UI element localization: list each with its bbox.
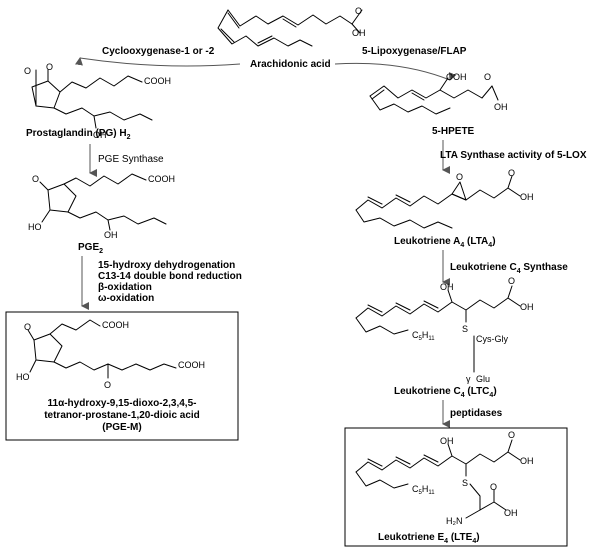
pgem-o1: O	[24, 322, 31, 332]
peptidases-label: peptidases	[450, 408, 503, 419]
pgh2-o2: O	[46, 62, 53, 72]
arrow-aa-to-hpete	[334, 62, 457, 81]
lta4-structure: O O OH	[355, 168, 534, 229]
aa-oh-label: OH	[352, 28, 366, 38]
pge2-structure: O COOH HO OH	[28, 173, 175, 240]
lox-enzyme-label: 5-Lipoxygenase/FLAP	[362, 46, 467, 57]
pgh2-label: Prostaglandin (PG) H2	[26, 128, 131, 141]
ltc4-oh1: OH	[440, 282, 454, 292]
pgem-box	[5, 311, 239, 441]
lte4-c5h11: C5H11	[412, 484, 435, 496]
pge2-ho: HO	[28, 222, 42, 232]
lte4-oh3: OH	[504, 508, 518, 518]
cox-enzyme-label: Cyclooxygenase-1 or -2	[102, 46, 215, 57]
lte4-box	[344, 427, 568, 547]
hpete-structure: OOH O OH	[369, 72, 508, 115]
hpete-o: O	[484, 72, 491, 82]
pgem-name-line3: (PGE-M)	[102, 422, 141, 433]
lta4-o: O	[508, 168, 515, 178]
hpete-ooh: OOH	[446, 72, 467, 82]
pgh2-cooh: COOH	[144, 76, 171, 86]
arachidonic-acid-label: Arachidonic acid	[250, 59, 331, 70]
ltc4-c5h11: C5H11	[412, 330, 435, 342]
pgh2-o1: O	[24, 66, 31, 76]
ltc4-s: S	[462, 324, 468, 334]
pge-synthase-label: PGE Synthase	[98, 154, 164, 165]
lte4-structure: OH O OH S C5H11 O OH H₂N	[355, 430, 534, 526]
step-3: β-oxidation	[98, 282, 152, 293]
hpete-label: 5-HPETE	[432, 126, 475, 137]
lte4-s: S	[462, 478, 468, 488]
arachidonic-acid-structure: O OH	[217, 6, 366, 47]
lte4-oh2: OH	[520, 456, 534, 466]
aa-o-label: O	[355, 6, 362, 16]
pgem-cooh1: COOH	[102, 320, 129, 330]
ltc4-label: Leukotriene C4 (LTC4)	[394, 386, 497, 399]
pgh2-structure: O O COOH OH	[24, 62, 171, 140]
lte4-label: Leukotriene E4 (LTE4)	[378, 532, 480, 545]
step-4: ω-oxidation	[98, 293, 154, 304]
ltc4-o: O	[508, 276, 515, 286]
pgem-ho: HO	[16, 372, 30, 382]
lta4-oh: OH	[520, 192, 534, 202]
ltc4-oh2: OH	[520, 302, 534, 312]
ltc4-synthase-label: Leukotriene C4 Synthase	[450, 262, 568, 275]
ltc4-cys-gly: Cys-Gly	[476, 334, 508, 344]
lta4-epoxide-o: O	[456, 172, 463, 182]
step-1: 15-hydroxy dehydrogenation	[98, 260, 235, 271]
lta-synthase-label: LTA Synthase activity of 5-LOX	[440, 150, 587, 161]
lta4-label: Leukotriene A4 (LTA4)	[394, 236, 496, 249]
pgem-cooh2: COOH	[178, 360, 205, 370]
hpete-oh: OH	[494, 102, 508, 112]
lte4-o1: O	[508, 430, 515, 440]
ltc4-glu: Glu	[476, 374, 490, 384]
lte4-h2n: H₂N	[446, 516, 463, 526]
pgem-structure: O COOH COOH O HO	[16, 319, 205, 390]
pge2-cooh: COOH	[148, 174, 175, 184]
pgem-name-line2: tetranor-prostane-1,20-dioic acid	[44, 410, 200, 421]
pge2-oh: OH	[104, 230, 118, 240]
arrow-aa-to-pgh2	[75, 57, 241, 67]
pgh2-oh: OH	[93, 130, 107, 140]
ltc4-structure: OH O OH S Cys-Gly γ Glu C5H11	[355, 276, 534, 384]
step-2: C13-14 double bond reduction	[98, 271, 242, 282]
ltc4-gamma: γ	[466, 374, 471, 384]
pge2-label: PGE2	[78, 242, 103, 255]
pgem-o2: O	[104, 380, 111, 390]
pgem-name-line1: 11α-hydroxy-9,15-dioxo-2,3,4,5-	[48, 398, 197, 409]
lte4-oh1: OH	[440, 436, 454, 446]
lte4-o2: O	[490, 482, 497, 492]
pge2-o: O	[32, 174, 39, 184]
